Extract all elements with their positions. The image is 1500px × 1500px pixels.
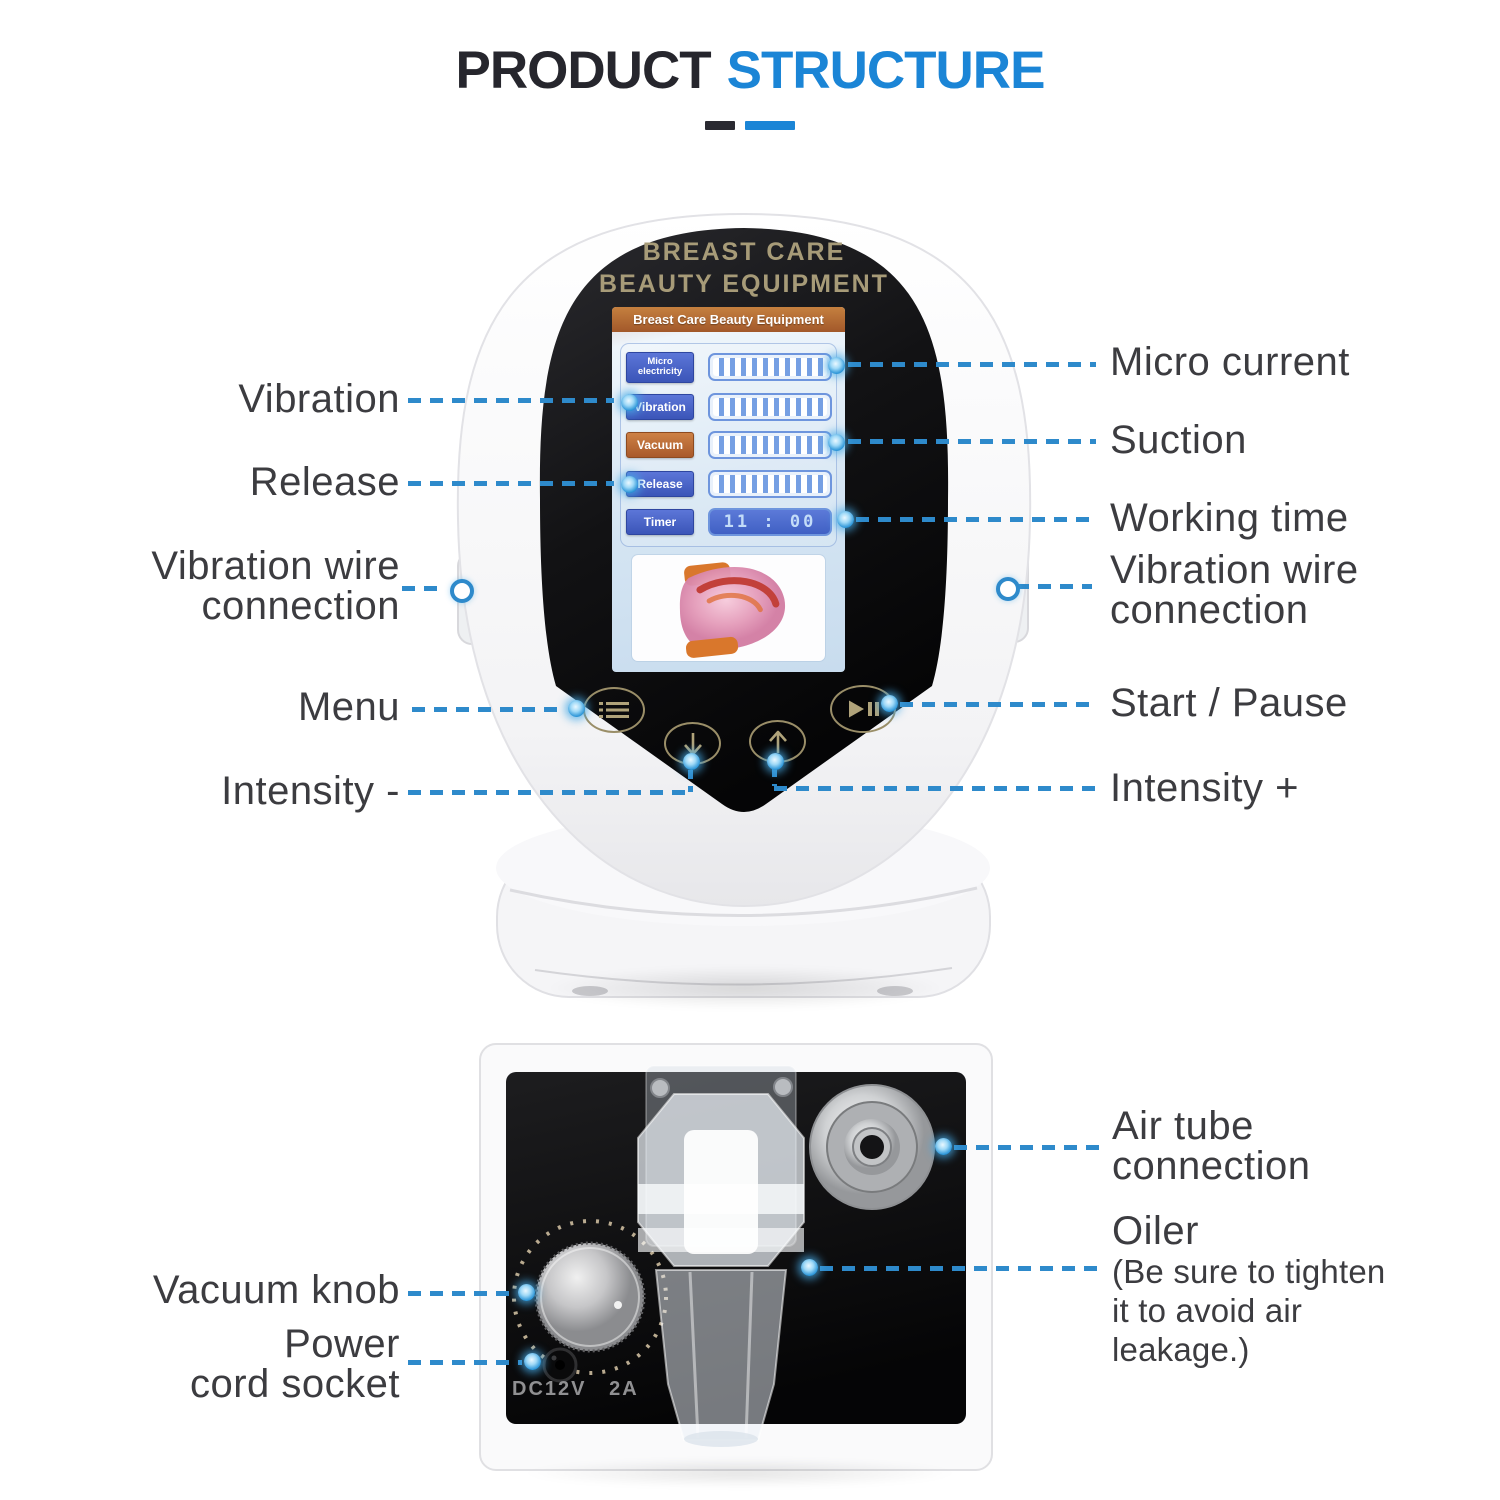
callout-oiler: Oiler <box>1112 1209 1199 1253</box>
leader-line-vibration <box>408 398 614 403</box>
callout-intensity-plus: Intensity + <box>1110 766 1299 810</box>
up-arrow-icon <box>768 730 787 753</box>
screen-row-release: Release <box>626 468 832 500</box>
callout-wire-right: Vibration wire connection <box>1110 548 1359 632</box>
screen-header: Breast Care Beauty Equipment <box>612 307 845 332</box>
leader-line-wire-right <box>1016 584 1092 589</box>
leader-line-vacuum-knob <box>408 1291 516 1296</box>
callout-vacuum-knob: Vacuum knob <box>152 1268 400 1312</box>
connector-dot-micro-current <box>828 357 845 374</box>
connector-dot-oiler <box>801 1259 818 1276</box>
connector-dot-vacuum-knob <box>518 1284 535 1301</box>
play-pause-icon <box>849 700 879 718</box>
screen-row-vibration: Vibration <box>626 391 832 423</box>
socket-voltage-label: DC12V 2A <box>512 1378 639 1400</box>
leader-line-menu <box>412 707 562 712</box>
breast-cup-image <box>679 562 786 658</box>
connector-dot-start-pause <box>881 695 898 712</box>
callout-oiler-note: (Be sure to tighten it to avoid air leak… <box>1112 1253 1386 1368</box>
device-screen: Breast Care Beauty Equipment Micro elect… <box>612 307 845 672</box>
leader-line-intensity-plus <box>774 786 1096 791</box>
connector-dot-intensity-plus <box>767 753 784 770</box>
callout-release: Release <box>249 460 400 504</box>
back-panel-shadow <box>520 1458 960 1488</box>
leader-line-power-socket <box>408 1360 522 1365</box>
page-title: PRODUCT STRUCTURE <box>0 40 1500 101</box>
device-base-shadow <box>545 966 945 1010</box>
callout-air-tube: Air tube connection <box>1112 1104 1311 1188</box>
screen-row-vacuum: Vacuum <box>626 429 832 461</box>
connector-dot-release <box>621 476 638 493</box>
device-brand-line1: BREAST CARE <box>642 238 846 266</box>
connector-dot-suction <box>828 434 845 451</box>
connector-dot-power-socket <box>524 1353 541 1370</box>
title-underline-dark-dash <box>705 121 735 130</box>
screen-row-timer: Timer 11 : 00 <box>626 506 832 538</box>
connector-dot-intensity-minus <box>683 753 700 770</box>
leader-line-start-pause <box>900 702 1096 707</box>
timer-button: Timer <box>626 509 694 535</box>
callout-power-cord-socket: Power cord socket <box>189 1322 400 1406</box>
device-brand-text: BREAST CARE BEAUTY EQUIPMENT <box>544 236 944 300</box>
leader-line-release <box>408 481 614 486</box>
page-title-product: PRODUCT <box>455 41 712 100</box>
title-underline <box>0 121 1500 130</box>
callout-menu: Menu <box>297 685 400 729</box>
leader-line-suction <box>848 439 1096 444</box>
release-level-gauge <box>708 470 832 498</box>
callout-working-time: Working time <box>1110 496 1349 540</box>
callout-start-pause: Start / Pause <box>1110 681 1348 725</box>
oiler <box>637 1065 805 1447</box>
back-panel-illustration <box>479 1043 993 1471</box>
callout-intensity-minus: Intensity - <box>221 769 400 813</box>
connector-dot-vibration <box>621 394 638 411</box>
leader-line-working-time <box>856 517 1096 522</box>
leader-line-air-tube <box>954 1145 1104 1150</box>
vacuum-button: Vacuum <box>626 432 694 458</box>
timer-display: 11 : 00 <box>708 508 832 536</box>
connector-dot-air-tube <box>935 1138 952 1155</box>
connector-dot-working-time <box>837 511 854 528</box>
air-tube-port <box>809 1084 935 1210</box>
menu-button <box>583 687 645 733</box>
micro-electricity-button: Micro electricity <box>626 351 694 383</box>
vacuum-level-gauge <box>708 431 832 459</box>
leader-line-wire-left <box>402 586 446 591</box>
menu-icon <box>599 702 629 718</box>
title-underline-blue-dash <box>745 121 795 130</box>
leader-line-intensity-minus-vertical <box>688 770 693 792</box>
connector-ring-wire-right <box>996 577 1020 601</box>
leader-line-oiler <box>820 1266 1104 1271</box>
device-brand-line2: BEAUTY EQUIPMENT <box>599 270 889 298</box>
leader-line-intensity-plus-vertical <box>772 768 777 786</box>
callout-wire-left: Vibration wire connection <box>151 544 400 628</box>
connector-ring-wire-left <box>450 579 474 603</box>
leader-line-micro-current <box>848 362 1096 367</box>
page-title-structure: STRUCTURE <box>726 41 1046 100</box>
screen-product-image <box>632 555 825 661</box>
callout-suction: Suction <box>1110 418 1247 462</box>
micro-electricity-level-gauge <box>708 353 832 381</box>
connector-dot-menu <box>568 700 585 717</box>
leader-line-intensity-minus <box>408 790 690 795</box>
screen-row-micro-electricity: Micro electricity <box>626 351 832 383</box>
callout-vibration: Vibration <box>238 377 400 421</box>
callout-micro-current: Micro current <box>1110 340 1350 384</box>
vibration-level-gauge <box>708 393 832 421</box>
power-cord-socket <box>542 1347 578 1383</box>
